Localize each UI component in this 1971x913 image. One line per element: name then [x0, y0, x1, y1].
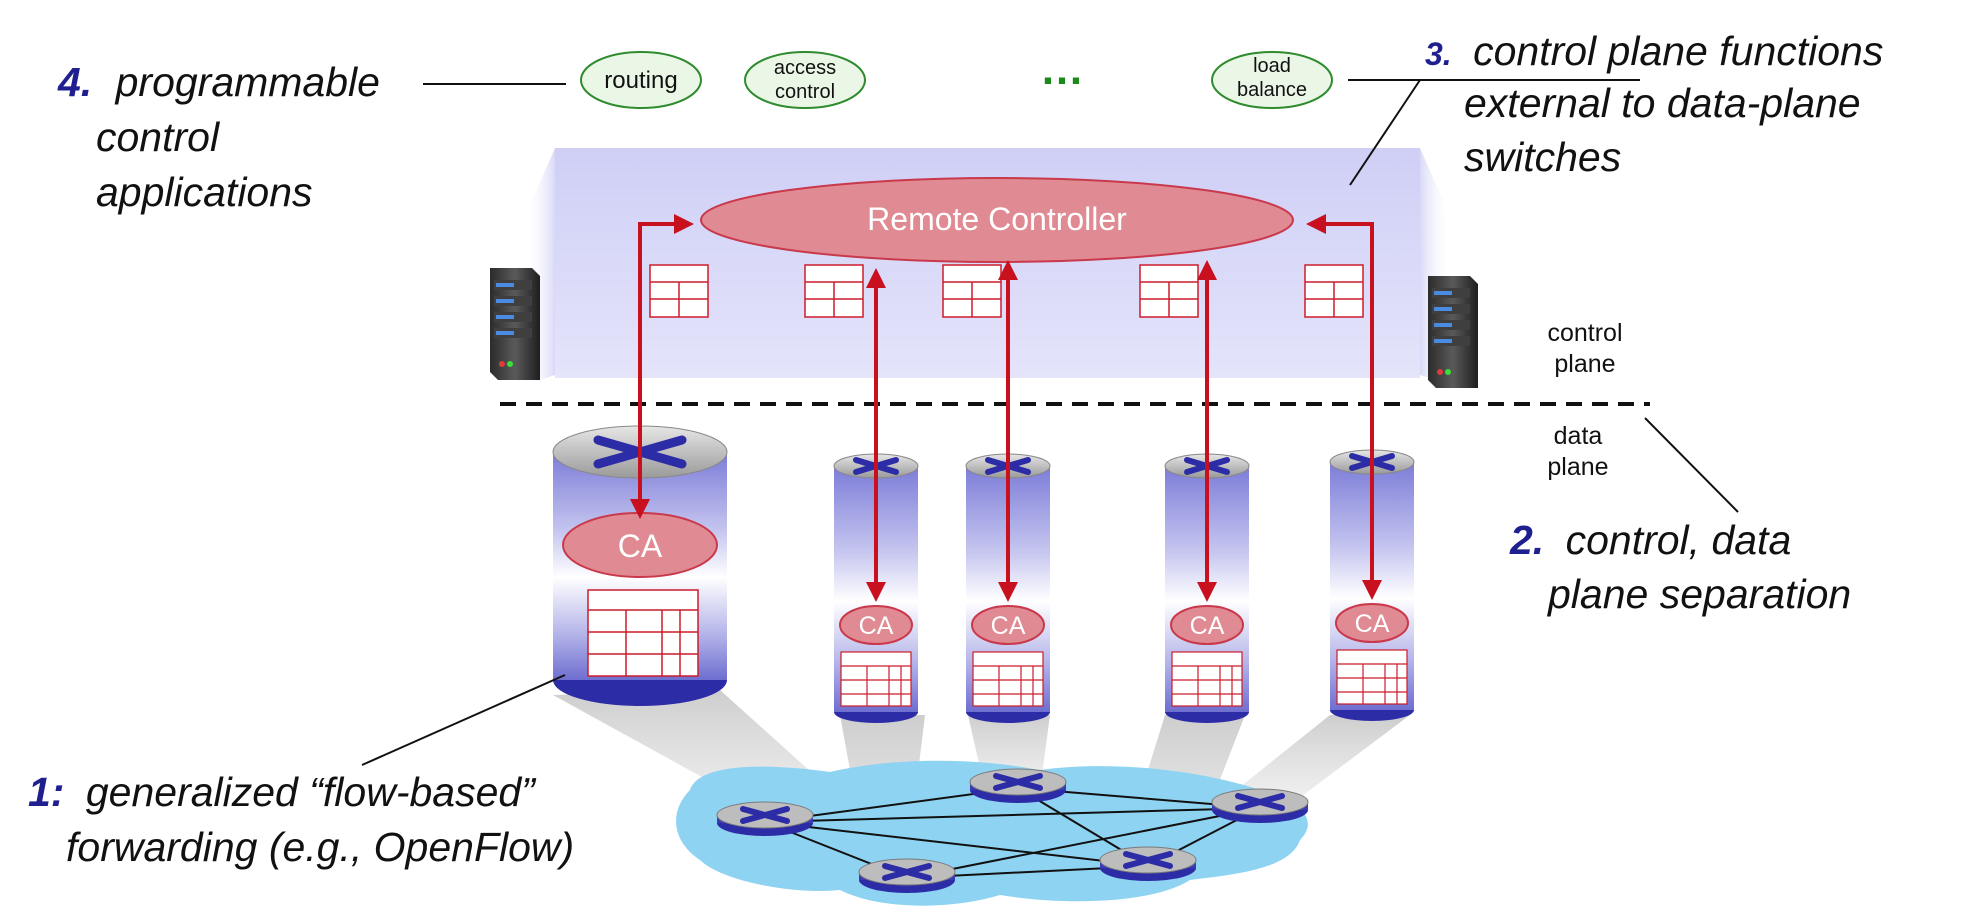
app-access-control: access control — [744, 51, 866, 109]
callout-3-number: 3. — [1425, 36, 1452, 72]
control-agent-label: CA — [859, 612, 894, 640]
callout-4-line2: control — [96, 114, 221, 160]
control-agent — [839, 605, 913, 645]
flow-table-icon — [1336, 649, 1408, 705]
callout-1-line1: generalized “flow-based” — [86, 769, 537, 815]
app-load-balance-line2: balance — [1237, 79, 1307, 101]
flow-table-icon — [804, 264, 864, 318]
flow-table-icon — [840, 651, 912, 707]
app-access-control-line2: control — [775, 81, 835, 103]
flow-table-icon — [649, 264, 709, 318]
svg-text:4. programmable: 4. programmable — [57, 59, 380, 105]
router-icon — [1100, 847, 1196, 881]
callout-3-line2: external to data-plane — [1464, 80, 1861, 126]
app-routing-label: routing — [604, 67, 677, 94]
callout-1-line2: forwarding (e.g., OpenFlow) — [66, 824, 574, 870]
callout-1-number: 1: — [28, 769, 64, 815]
callout-4-line3: applications — [96, 169, 313, 215]
control-channel-arrows — [630, 214, 1382, 602]
control-agent — [971, 605, 1045, 645]
router-icon — [717, 802, 813, 836]
flow-table-icon — [942, 264, 1002, 318]
callout-flow-forwarding: 1: generalized “flow-based” forwarding (… — [28, 769, 574, 870]
flow-table-icon — [972, 651, 1044, 707]
flow-table-icon — [587, 589, 699, 677]
control-plane-label-line1: control — [1547, 319, 1622, 347]
control-agent-label: CA — [1355, 610, 1390, 638]
svg-text:3. control plane functio: 3. control plane functions — [1425, 28, 1883, 74]
app-ellipsis: … — [1040, 45, 1084, 94]
svg-text:1: generalized “flow-bas: 1: generalized “flow-based” — [28, 769, 537, 815]
callout-3-line3: switches — [1464, 134, 1621, 180]
app-access-control-line1: access — [774, 57, 836, 79]
control-channel-arrow — [630, 214, 694, 519]
svg-text:2. control, data: 2. control, data — [1509, 517, 1791, 563]
server-tower-icon — [490, 268, 540, 380]
remote-controller-label: Remote Controller — [867, 201, 1127, 237]
callout-plane-separation: 2. control, data plane separation — [1509, 517, 1851, 617]
callout-2-line2: plane separation — [1546, 571, 1851, 617]
plane-labels: control plane data plane — [1547, 319, 1622, 481]
control-agent — [1335, 603, 1409, 643]
callout-2-number: 2. — [1509, 517, 1544, 563]
control-plane-label-line2: plane — [1554, 350, 1615, 378]
app-load-balance-line1: load — [1253, 55, 1291, 77]
callout-external-control: 3. control plane functions external to d… — [1425, 28, 1883, 180]
router-icon — [1212, 789, 1308, 823]
callout-3-line1: control plane functions — [1473, 28, 1883, 74]
flow-table-icon — [1304, 264, 1364, 318]
app-routing: routing — [580, 51, 702, 109]
remote-controller: Remote Controller — [700, 177, 1294, 263]
callout-2-line1: control, data — [1566, 517, 1792, 563]
server-tower-icon — [1428, 276, 1478, 388]
router-icon — [970, 769, 1066, 803]
control-agent-label: CA — [618, 528, 663, 564]
app-load-balance: load balance — [1211, 51, 1333, 109]
control-channel-arrow — [1306, 214, 1382, 600]
router-icon — [859, 859, 955, 893]
flow-table-icon — [1171, 651, 1243, 707]
control-agent-label: CA — [1190, 612, 1225, 640]
control-agent-label: CA — [991, 612, 1026, 640]
callout-4-line1: programmable — [114, 59, 380, 105]
control-agent — [1170, 605, 1244, 645]
data-plane-label-line2: plane — [1547, 453, 1608, 481]
callout-programmable-apps: 4. programmable control applications — [57, 59, 380, 215]
callout-4-number: 4. — [57, 59, 92, 105]
control-applications: routing access control … load balance — [580, 45, 1333, 109]
data-plane-label-line1: data — [1554, 422, 1603, 450]
flow-table-icon — [1139, 264, 1199, 318]
callout-leaders — [361, 79, 1739, 766]
